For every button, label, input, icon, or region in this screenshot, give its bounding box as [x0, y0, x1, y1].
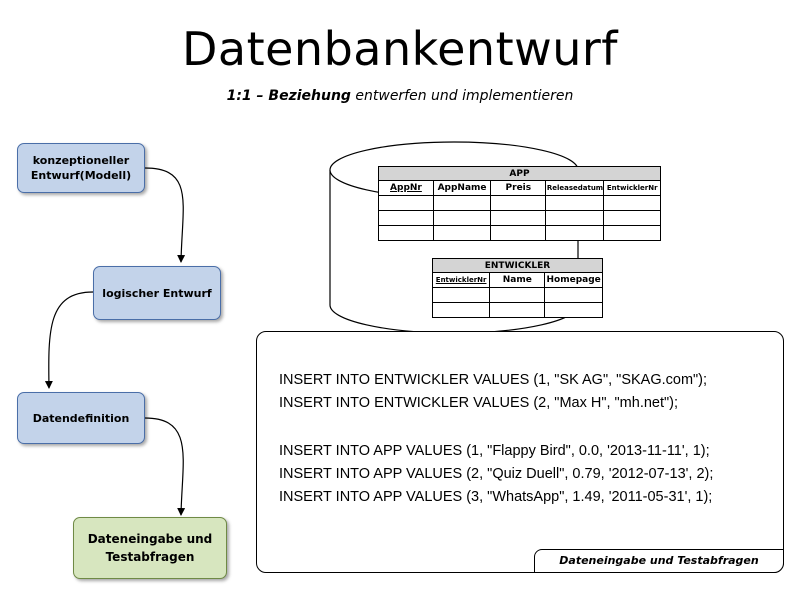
app-col-entwicklernr: EntwicklerNr: [603, 180, 661, 196]
entwickler-table-name: ENTWICKLER: [432, 258, 603, 273]
app-col-preis: Preis: [490, 180, 547, 196]
entwickler-col-homepage: Homepage: [544, 272, 603, 288]
app-col-appname: AppName: [432, 180, 492, 196]
sql-line-5: INSERT INTO APP VALUES (3, "WhatsApp", 1…: [279, 489, 713, 505]
page-title: Datenbankentwurf: [181, 22, 618, 76]
step-data-entry: Dateneingabe und Testabfragen: [73, 517, 227, 579]
step-logical-design: logischer Entwurf: [93, 266, 221, 320]
step-logical-design-label: logischer Entwurf: [102, 286, 212, 300]
step-data-definition: Datendefinition: [17, 392, 145, 444]
sql-panel-label: Dateneingabe und Testabfragen: [534, 549, 784, 573]
entwickler-table: ENTWICKLER EntwicklerNr Name Homepage: [431, 258, 603, 318]
sql-line-3: INSERT INTO APP VALUES (1, "Flappy Bird"…: [279, 443, 710, 459]
arrow-step3-to-step4: [144, 417, 186, 516]
entwickler-col-name: Name: [489, 272, 546, 288]
sql-line-2: INSERT INTO ENTWICKLER VALUES (2, "Max H…: [279, 395, 679, 411]
step-data-definition-label: Datendefinition: [32, 411, 130, 425]
app-table: APP AppNr AppName Preis Releasedatum Ent…: [378, 166, 661, 241]
subtitle-bold: 1:1 – Beziehung: [226, 88, 351, 104]
app-col-releasedatum: Releasedatum: [545, 180, 605, 196]
table-row: [378, 225, 661, 241]
arrow-step2-to-step3: [44, 291, 94, 389]
sql-statements-panel: INSERT INTO ENTWICKLER VALUES (1, "SK AG…: [256, 331, 784, 573]
subtitle-rest: entwerfen und implementieren: [350, 88, 574, 104]
app-table-name: APP: [378, 166, 661, 181]
step-data-entry-label: Dateneingabe und Testabfragen: [87, 532, 213, 564]
arrow-step1-to-step2: [144, 167, 186, 263]
sql-line-1: INSERT INTO ENTWICKLER VALUES (1, "SK AG…: [279, 372, 708, 388]
sql-line-4: INSERT INTO APP VALUES (2, "Quiz Duell",…: [279, 466, 714, 482]
table-row: [378, 195, 661, 211]
step-conceptual-design-label: konzeptioneller Entwurf(Modell): [30, 154, 132, 182]
step-conceptual-design: konzeptioneller Entwurf(Modell): [17, 143, 145, 193]
table-row: [431, 287, 603, 303]
app-col-appnr: AppNr: [378, 180, 434, 196]
entwickler-col-entwicklernr: EntwicklerNr: [431, 272, 491, 288]
page-subtitle: 1:1 – Beziehung entwerfen und implementi…: [0, 88, 800, 104]
table-row: [378, 210, 661, 226]
table-row: [431, 302, 603, 318]
